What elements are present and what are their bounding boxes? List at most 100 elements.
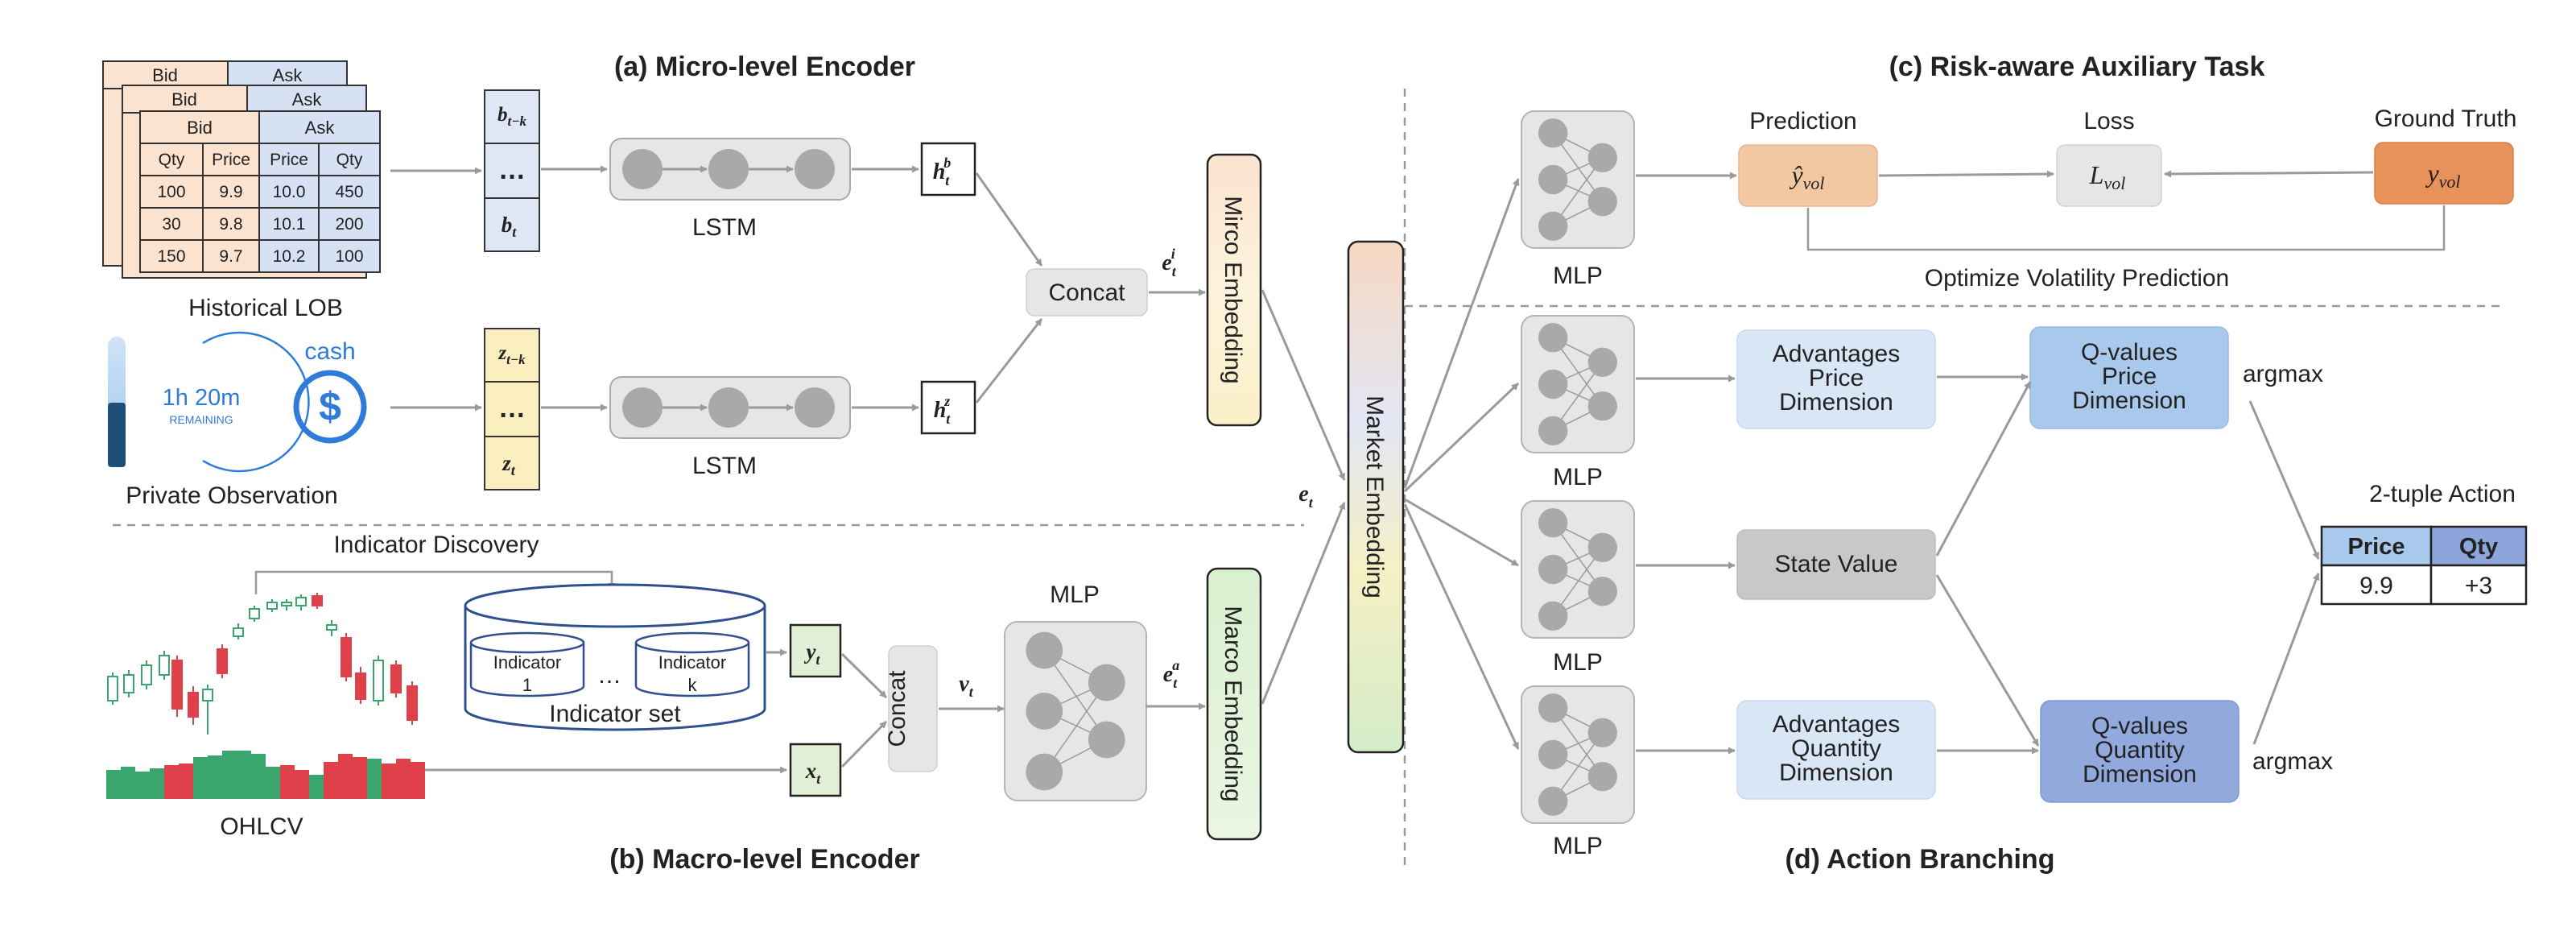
lob-cell-text: 10.1: [273, 215, 306, 234]
candle-body: [159, 655, 170, 676]
tuple-value-qty: +3: [2465, 573, 2492, 599]
lob-cell-text: 200: [335, 215, 363, 234]
lstm-private-label: LSTM: [692, 453, 757, 479]
e-i-base: e: [1162, 250, 1171, 275]
volume-bar: [353, 757, 367, 799]
svg-text:vt: vt: [959, 672, 973, 700]
e-i-sup: i: [1171, 246, 1175, 262]
mlp-macro: [1004, 621, 1147, 801]
indicator-set-label: Indicator set: [549, 701, 681, 727]
tuple-table: Price Qty 9.9 +3: [2320, 525, 2528, 606]
h-z-sub: t: [946, 411, 951, 427]
y-vol-sub: vol: [2439, 172, 2461, 192]
volume-bar: [367, 759, 382, 799]
ohlcv-chart: [106, 593, 425, 799]
y-hat-sub: vol: [1803, 173, 1825, 193]
indicator-k-line1: Indicator: [658, 652, 726, 672]
lob-cell-text: 100: [335, 247, 363, 266]
lob-cell-text: 100: [157, 183, 185, 201]
mlp-node: [1587, 718, 1618, 747]
mlp-node: [1538, 693, 1568, 723]
optimize-label: Optimize Volatility Prediction: [1925, 265, 2230, 292]
volume-bar: [179, 764, 193, 799]
cash-label: cash: [304, 338, 355, 365]
lstm-micro-label: LSTM: [692, 214, 757, 241]
loss-label: Loss: [2083, 108, 2134, 134]
svg-text:bt−k: bt−k: [497, 104, 527, 129]
q-qty-line2: Quantity: [2095, 737, 2185, 764]
seq-b-bot-sub: t: [512, 224, 517, 240]
svg-text:zt: zt: [502, 451, 516, 478]
candle-body: [171, 660, 183, 710]
seq-z-top: z: [497, 342, 506, 364]
q-price-box: [2029, 326, 2229, 429]
svg-text:htb: htb: [933, 155, 952, 188]
h-b-sub: t: [945, 172, 950, 188]
lob-cell-text: 9.9: [219, 183, 242, 201]
indicator-discovery-label: Indicator Discovery: [333, 532, 539, 558]
volume-bar: [411, 762, 425, 799]
svg-text:bt: bt: [502, 213, 518, 240]
arrow-state-q-qty: [1935, 574, 2040, 747]
lob-column-header-text: Price: [212, 151, 250, 169]
svg-text:Lvol: Lvol: [2089, 160, 2126, 193]
volume-bar: [135, 772, 150, 799]
svg-text:xt: xt: [805, 759, 822, 787]
tuple-value-price: 9.9: [2359, 573, 2393, 599]
lob-cell-text: 150: [157, 247, 185, 266]
arrow-yt-concat: [840, 652, 888, 699]
q-price-line1: Q-values: [2081, 339, 2178, 366]
mlp-frame: [1004, 621, 1147, 801]
volume-bar: [338, 754, 353, 799]
arrow-pred-loss: [1878, 170, 2054, 178]
lob-cell: [202, 175, 260, 209]
lob-cell: [202, 207, 260, 241]
svg-text:yt: yt: [804, 639, 821, 668]
mlp-node: [1538, 554, 1568, 585]
candle-body: [266, 602, 278, 610]
arrow-argmax-price-tuple: [2248, 400, 2320, 560]
tuple-title: 2-tuple Action: [2369, 481, 2516, 507]
lob-back2-bid: Bid: [152, 65, 178, 85]
mlp-node: [1587, 391, 1618, 421]
candle-body: [281, 602, 292, 606]
macro-embedding-label: Marco Embedding: [1220, 606, 1246, 801]
volume-bar: [324, 762, 338, 799]
candle-body: [233, 627, 244, 637]
tuple-header-qty: Qty: [2459, 534, 2498, 560]
sequence-b: bt−k … bt: [484, 89, 540, 252]
timer-widget: 1h 20m REMAINING: [108, 331, 310, 473]
arrow-xt-concat: [840, 720, 888, 768]
volume-bar: [121, 767, 135, 799]
candle-body: [202, 689, 213, 701]
v-t-base: v: [959, 672, 969, 697]
mlp-node: [1026, 753, 1063, 791]
prediction-label: Prediction: [1749, 108, 1856, 134]
arrow-market-mlp-state: [1404, 498, 1519, 567]
ground-truth-label: Ground Truth: [2375, 106, 2517, 132]
adv-qty-box: [1736, 700, 1936, 800]
arrow-hz-concat: [975, 318, 1043, 403]
indicator-1-line2: 1: [522, 675, 532, 695]
volume-bar: [382, 764, 396, 799]
candle-body: [123, 674, 134, 693]
e-t-base: e: [1298, 482, 1308, 507]
h-b-base: h: [933, 159, 946, 184]
candle-body: [107, 676, 118, 701]
q-qty-line3: Dimension: [2083, 761, 2197, 788]
market-embedding-label: Market Embedding: [1361, 395, 1388, 598]
q-price-line3: Dimension: [2072, 387, 2186, 414]
volume-bar: [266, 767, 280, 799]
candle-body: [373, 660, 384, 701]
l-vol-sub: vol: [2103, 173, 2125, 193]
y-t-sub: t: [815, 652, 820, 668]
cash-icon: cash $: [293, 338, 367, 444]
tuple-header-price: Price: [2348, 534, 2405, 560]
macro-embedding-box: [1206, 567, 1262, 841]
y-t-base: y: [804, 639, 817, 664]
svg-text:et: et: [1298, 482, 1313, 511]
seq-b-dots: …: [498, 155, 526, 185]
market-embedding-box: [1347, 240, 1405, 754]
h-z-sup: z: [943, 393, 950, 409]
svg-text:eta: eta: [1163, 657, 1179, 691]
